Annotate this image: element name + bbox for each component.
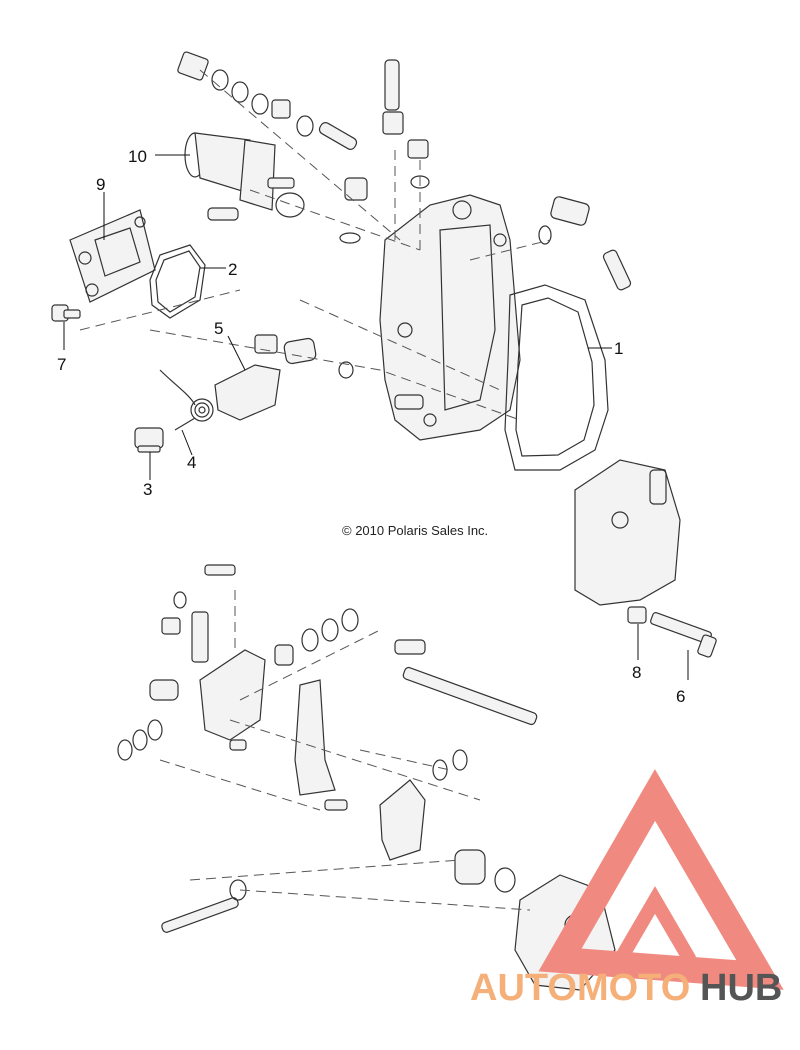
partial-housing	[574, 459, 681, 606]
valve-body-housing	[379, 194, 521, 441]
callout-3: 3	[143, 480, 152, 499]
callout-8: 8	[632, 663, 641, 682]
side-fitting	[538, 196, 632, 291]
bolt-small	[51, 304, 81, 322]
cover-plate	[69, 209, 156, 303]
top-fastener-stack	[177, 51, 430, 244]
o-ring-gasket	[149, 244, 206, 319]
assembly-lines-lower	[159, 590, 531, 911]
plug	[134, 427, 164, 453]
watermark-text-main: AUTOMOTO	[470, 967, 690, 1009]
callout-4: 4	[187, 453, 196, 472]
gasket	[504, 284, 609, 471]
callout-5: 5	[214, 319, 223, 338]
copyright-notice: © 2010 Polaris Sales Inc.	[342, 523, 488, 538]
long-bolt	[650, 612, 717, 658]
callout-10: 10	[128, 147, 147, 166]
lower-mechanism	[117, 564, 616, 991]
callout-9: 9	[96, 175, 105, 194]
torsion-spring	[159, 369, 214, 431]
solenoid	[184, 132, 305, 221]
callout-7: 7	[57, 355, 66, 374]
bracket	[214, 334, 354, 421]
watermark-text-hub: HUB	[700, 967, 782, 1009]
callouts: 1 2 3 4 5 6 7 8 9 10	[57, 147, 685, 706]
callout-6: 6	[676, 687, 685, 706]
leader-lines	[63, 154, 689, 680]
assembly-lines-upper	[79, 69, 551, 421]
callout-1: 1	[614, 339, 623, 358]
callout-2: 2	[228, 260, 237, 279]
watermark-logo: AUTOMOTO HUB	[470, 769, 784, 1009]
nut	[627, 606, 647, 624]
